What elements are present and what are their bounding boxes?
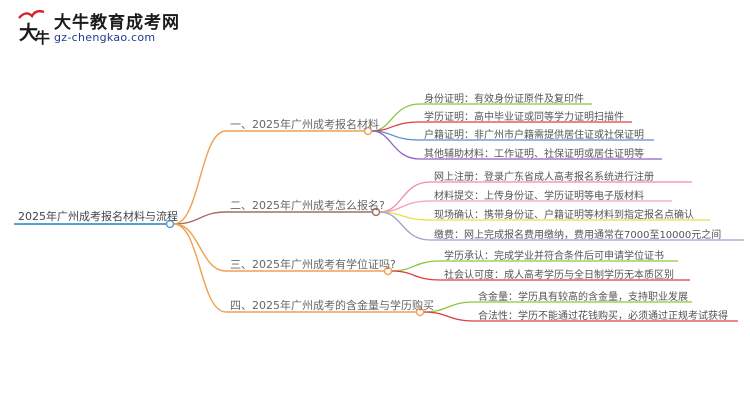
leaf-1-3: 户籍证明：非广州市户籍需提供居住证或社保证明 <box>424 130 644 141</box>
leaf-2-1: 网上注册：登录广东省成人高考报名系统进行注册 <box>434 172 654 183</box>
leaf-1-1: 身份证明：有效身份证原件及复印件 <box>424 94 584 105</box>
connector-leaf-4-1 <box>423 301 692 313</box>
leaf-3-1: 学历承认：完成学业并符合条件后可申请学位证书 <box>444 251 664 262</box>
connector-leaf-2-4 <box>379 211 744 241</box>
connector-leaf-3-1 <box>391 260 678 272</box>
connector-leaf-4-2 <box>423 311 738 322</box>
leaf-1-4: 其他辅助材料：工作证明、社保证明或居住证明等 <box>424 149 644 160</box>
connector-branch-3 <box>173 223 227 272</box>
leaf-4-2: 合法性：学历不能通过花钱购买，必须通过正规考试获得 <box>478 311 728 322</box>
branch-3-label: 三、2025年广州成考有学位证吗? <box>230 258 396 271</box>
root-node-dot <box>165 219 175 229</box>
leaf-3-2: 社会认可度：成人高考学历与全日制学历无本质区别 <box>444 270 674 281</box>
connector-leaf-1-4 <box>371 130 662 160</box>
branch-2-label: 二、2025年广州成考怎么报名? <box>230 199 385 212</box>
svg-text:大: 大 <box>19 21 38 44</box>
leaf-2-4: 缴费：网上完成报名费用缴纳，费用通常在7000至10000元之间 <box>434 230 722 241</box>
branch-1-dot <box>363 126 373 136</box>
logo-icon: 大 牛 <box>18 9 50 46</box>
connector-branch-4 <box>173 223 227 313</box>
site-logo: 大 牛 大牛教育成考网 gz-chengkao.com <box>8 6 208 50</box>
logo-url: gz-chengkao.com <box>54 31 156 44</box>
branch-4-label: 四、2025年广州成考的含金量与学历购买 <box>230 299 434 312</box>
branch-1-label: 一、2025年广州成考报名材料 <box>230 118 379 131</box>
branch-2-dot <box>371 207 381 217</box>
branch-4-dot <box>415 307 425 317</box>
leaf-4-1: 含金量：学历具有较高的含金量，支持职业发展 <box>478 292 688 303</box>
connector-branch-1 <box>173 130 227 225</box>
svg-text:牛: 牛 <box>35 29 50 46</box>
connector-leaf-3-2 <box>391 270 690 281</box>
logo-title: 大牛教育成考网 <box>54 13 180 33</box>
root-topic: 2025年广州成考报名材料与流程 <box>18 210 178 223</box>
leaf-2-2: 材料提交：上传身份证、学历证明等电子版材料 <box>434 191 644 202</box>
connector-leaf-1-2 <box>371 121 632 132</box>
leaf-1-2: 学历证明：高中毕业证或同等学力证明扫描件 <box>424 112 624 123</box>
leaf-2-3: 现场确认：携带身份证、户籍证明等材料到指定报名点确认 <box>434 210 694 221</box>
branch-3-dot <box>383 266 393 276</box>
connector-branch-2 <box>173 211 227 225</box>
connector-leaf-2-2 <box>379 200 672 213</box>
